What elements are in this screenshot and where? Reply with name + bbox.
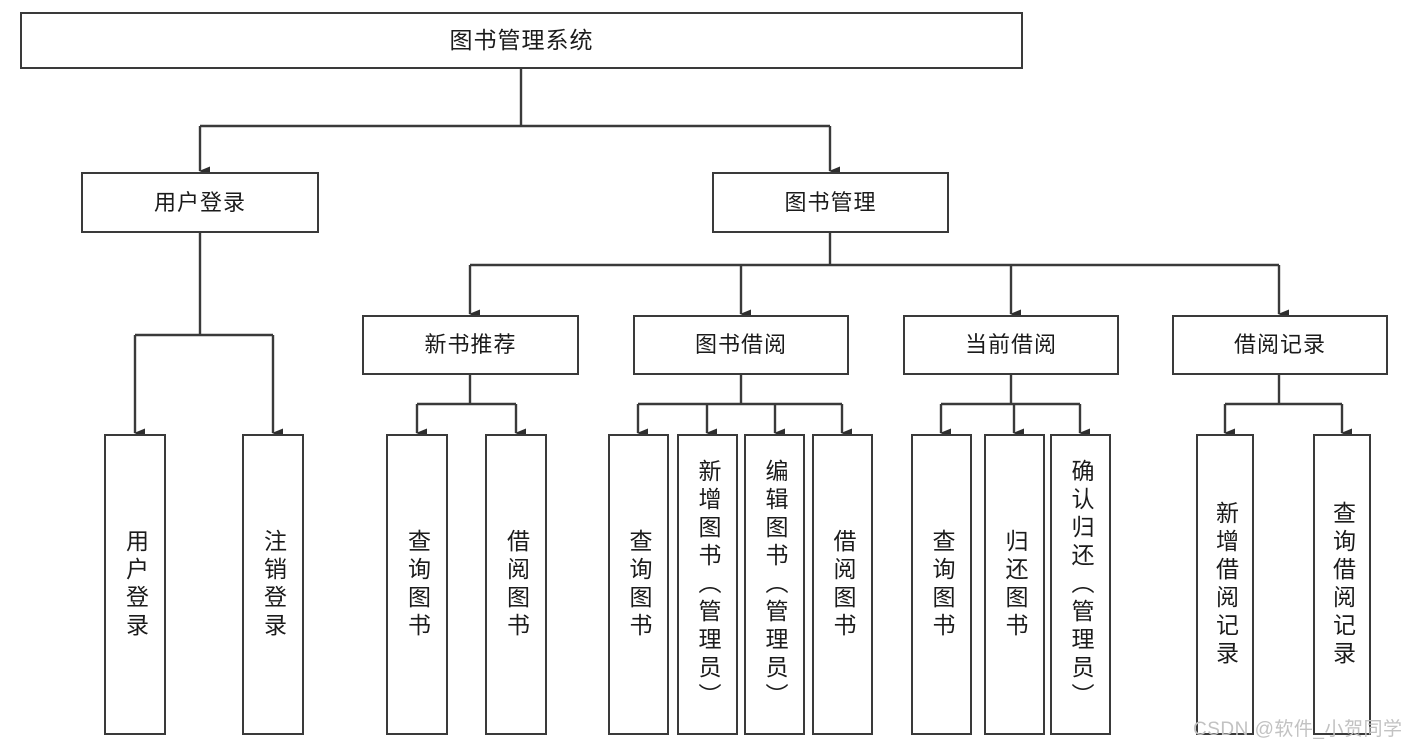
node-label: 用户登录 [153,189,246,215]
node-label: 图书借阅 [694,332,787,358]
node-current-borrow[interactable]: 当前借阅 [903,315,1119,375]
node-label: 新增图书（管理员） [695,458,721,711]
node-label: 新书推荐 [424,332,517,358]
node-label: 借阅图书 [830,528,856,641]
node-label: 图书管理 [784,189,877,215]
node-new-book-rec[interactable]: 新书推荐 [362,315,579,375]
connector-group [133,69,1352,438]
node-leaf-confirm[interactable]: 确认归还（管理员） [1050,434,1111,735]
node-leaf-add-rec[interactable]: 新增借阅记录 [1196,434,1254,735]
node-label: 当前借阅 [964,332,1057,358]
node-leaf-edit-book[interactable]: 编辑图书（管理员） [744,434,805,735]
node-leaf-add-book[interactable]: 新增图书（管理员） [677,434,738,735]
node-label: 查询借阅记录 [1329,500,1356,669]
node-leaf-user-login[interactable]: 用户登录 [104,434,166,735]
node-leaf-borrow-2[interactable]: 借阅图书 [812,434,873,735]
node-label: 确认归还（管理员） [1068,458,1094,711]
node-label: 查询图书 [929,528,955,641]
node-user-login[interactable]: 用户登录 [81,172,319,233]
node-leaf-logout[interactable]: 注销登录 [242,434,304,735]
node-label: 查询图书 [626,528,652,641]
node-label: 借阅记录 [1233,332,1326,358]
node-label: 借阅图书 [503,528,530,641]
node-borrow-record[interactable]: 借阅记录 [1172,315,1388,375]
node-label: 注销登录 [260,528,287,641]
node-root[interactable]: 图书管理系统 [20,12,1023,69]
node-label: 归还图书 [1002,528,1028,641]
node-book-manage[interactable]: 图书管理 [712,172,949,233]
node-leaf-query-1[interactable]: 查询图书 [386,434,448,735]
node-leaf-query-rec[interactable]: 查询借阅记录 [1313,434,1371,735]
node-leaf-query-2[interactable]: 查询图书 [608,434,669,735]
node-leaf-borrow-1[interactable]: 借阅图书 [485,434,547,735]
node-label: 编辑图书（管理员） [762,458,788,711]
node-leaf-return[interactable]: 归还图书 [984,434,1045,735]
node-book-borrow[interactable]: 图书借阅 [633,315,849,375]
node-label: 图书管理系统 [449,26,594,53]
node-label: 查询图书 [404,528,431,641]
node-label: 新增借阅记录 [1212,500,1239,669]
node-label: 用户登录 [122,528,149,641]
node-leaf-query-3[interactable]: 查询图书 [911,434,972,735]
